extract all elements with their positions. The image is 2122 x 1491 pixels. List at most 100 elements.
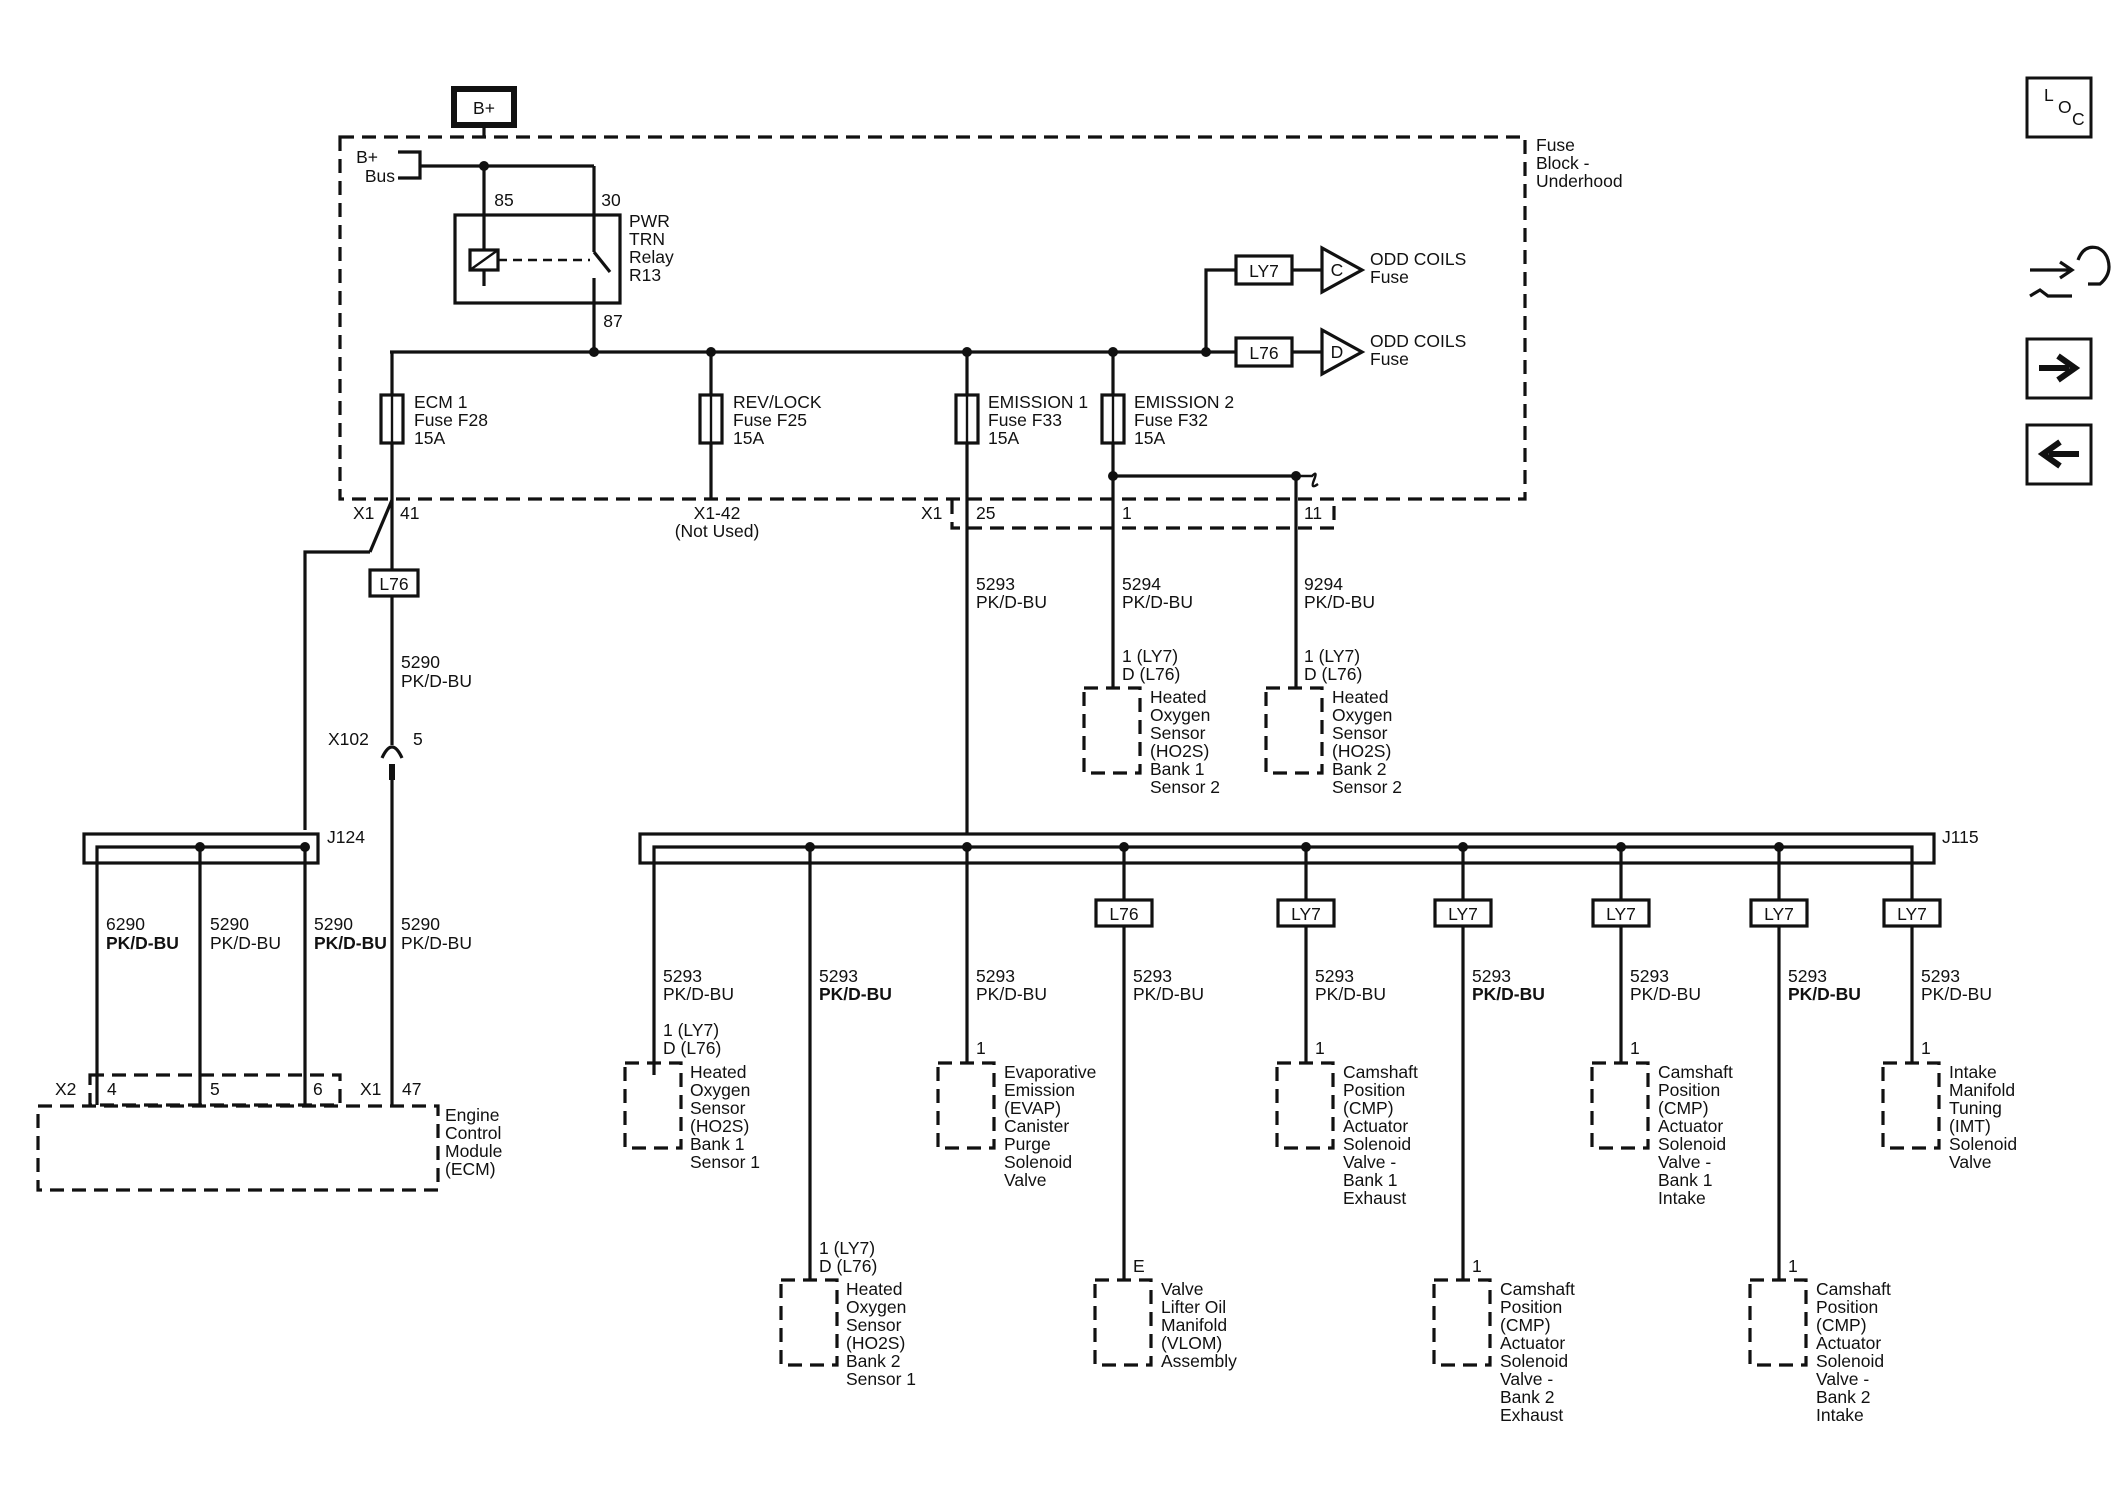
- ho2s-b2s1-label-4: (HO2S): [846, 1333, 905, 1353]
- cmp-b1-int-label-5: Solenoid: [1658, 1134, 1726, 1154]
- ho2s-bank2-sensor1: [779, 1278, 839, 1367]
- location-letter-c: C: [2072, 109, 2085, 129]
- cmp-b2-int-ly7-option-tag: [1749, 898, 1809, 928]
- cmp-b2-exh-label-7: Bank 2: [1500, 1387, 1554, 1407]
- ho2s-b2s1-label-3: Sensor: [846, 1315, 902, 1335]
- cmp-b1-exh-label-7: Bank 1: [1343, 1170, 1397, 1190]
- evap-label-5: Purge: [1004, 1134, 1051, 1154]
- odd-coils-c-label-2: Fuse: [1370, 267, 1409, 287]
- emission2-wire-break: [1296, 472, 1319, 488]
- evap-pin-1: 1: [976, 1038, 986, 1058]
- cmp-b1-int-label-1: Camshaft: [1658, 1062, 1733, 1082]
- w5294-circuit: 5294: [1122, 574, 1161, 594]
- cmp-b1-int-ly7-option: LY7: [1606, 904, 1636, 924]
- connector-hand: [2076, 245, 2111, 286]
- location-button[interactable]: L O C: [2025, 76, 2093, 139]
- revlock-fuse-label-2: Fuse F25: [733, 410, 807, 430]
- x1-connector-label: X1: [353, 503, 374, 523]
- j115-label: J115: [1942, 827, 1979, 847]
- ecm-label-4: (ECM): [445, 1159, 496, 1179]
- ho2s-b1s2-label-2: Oxygen: [1150, 705, 1210, 725]
- w5290-pin47-color: PK/D-BU: [401, 933, 472, 953]
- connector-wrench-icon[interactable]: [2029, 245, 2111, 298]
- ho2s-b1s1-pin-1: 1 (LY7): [663, 1020, 719, 1040]
- ho2s-b2s1-label-6: Sensor 1: [846, 1369, 916, 1389]
- cmp-b1-exh-label-8: Exhaust: [1343, 1188, 1406, 1208]
- fuse-block-outline: [338, 135, 1527, 501]
- vlom-label-2: Lifter Oil: [1161, 1297, 1226, 1317]
- cmp-b2-exh-label-3: (CMP): [1500, 1315, 1551, 1335]
- relay-pin-85: 85: [494, 190, 513, 210]
- w5290-pin47-circuit: 5290: [401, 914, 440, 934]
- odd-coils-c-wire: [1204, 268, 1236, 352]
- cmp-b2-int-label-2: Position: [1816, 1297, 1878, 1317]
- w5290-pin5-circuit: 5290: [210, 914, 249, 934]
- relay-pin-87: 87: [603, 311, 622, 331]
- previous-page-button[interactable]: [2025, 423, 2093, 486]
- x1-pin-41: 41: [400, 503, 419, 523]
- w9294-circuit: 9294: [1304, 574, 1343, 594]
- x1-pin-1: 1: [1122, 503, 1132, 523]
- odd-coils-d-arrow: [1320, 327, 1366, 377]
- ecm-x1-label: X1: [360, 1079, 381, 1099]
- imt-label-3: Tuning: [1949, 1098, 2002, 1118]
- battery-positive-label: B+: [473, 98, 495, 118]
- ecm1-fuse-label-2: Fuse F28: [414, 410, 488, 430]
- bus-bracket: [398, 150, 422, 180]
- w5290-pin6-circuit: 5290: [314, 914, 353, 934]
- cmp-b1-int-color: PK/D-BU: [1630, 984, 1701, 1004]
- cmp-b1-int-label-6: Valve -: [1658, 1152, 1711, 1172]
- imt-label-4: (IMT): [1949, 1116, 1991, 1136]
- ho2s-b2s2-label-5: Bank 2: [1332, 759, 1386, 779]
- cmp-b1-int-pin-1: 1: [1630, 1038, 1640, 1058]
- relay-label-1: PWR: [629, 211, 670, 231]
- ho2s-b1s2-label-5: Bank 1: [1150, 759, 1204, 779]
- next-page-button[interactable]: [2025, 337, 2093, 400]
- ho2s-b2s1-circuit: 5293: [819, 966, 858, 986]
- evap-color: PK/D-BU: [976, 984, 1047, 1004]
- ecm-x2-pin-4: 4: [107, 1079, 117, 1099]
- relay-coil-diag: [469, 249, 499, 271]
- cmp-b1-exh-ly7-option-tag: [1276, 898, 1336, 928]
- ho2s-b1s1-pin-d: D (L76): [663, 1038, 721, 1058]
- cmp-actuator-bank1-intake: [1590, 1061, 1650, 1150]
- imt-label-2: Manifold: [1949, 1080, 2015, 1100]
- ho2s-b1s2-pin-d: D (L76): [1122, 664, 1180, 684]
- relay-label-4: R13: [629, 265, 661, 285]
- ho2s-b1s2-label-1: Heated: [1150, 687, 1206, 707]
- location-button-frame[interactable]: [2025, 76, 2093, 139]
- arrow-left-icon: [2037, 439, 2079, 469]
- bus-label-1: B+: [356, 147, 378, 167]
- cmp-b1-int-circuit: 5293: [1630, 966, 1669, 986]
- location-letter-l: L: [2044, 85, 2054, 105]
- cmp-actuator-bank2-intake: [1748, 1278, 1808, 1367]
- vlom-l76-option-tag: [1094, 898, 1154, 928]
- vlom-pin-e: E: [1133, 1256, 1145, 1276]
- ho2s-bank1-sensor1: [623, 1061, 683, 1150]
- evap-label-3: (EVAP): [1004, 1098, 1061, 1118]
- imt-circuit: 5293: [1921, 966, 1960, 986]
- cmp-b1-int-label-2: Position: [1658, 1080, 1720, 1100]
- cmp-b1-exh-label-3: (CMP): [1343, 1098, 1394, 1118]
- odd-coils-d-label-2: Fuse: [1370, 349, 1409, 369]
- ho2s-b1s1-label-2: Oxygen: [690, 1080, 750, 1100]
- relay-pin-30: 30: [601, 190, 621, 210]
- ho2s-b1s2-label-6: Sensor 2: [1150, 777, 1220, 797]
- j115-bus-bar: [652, 845, 1914, 1068]
- x102-connector-female: [380, 745, 404, 759]
- ecm-x2-label: X2: [55, 1079, 76, 1099]
- x1-pin-25: 25: [976, 503, 995, 523]
- relay-label-2: TRN: [629, 229, 665, 249]
- ecm1-l76-option: L76: [379, 574, 408, 594]
- ho2s-b1s1-label-5: Bank 1: [690, 1134, 744, 1154]
- splice-87: [589, 347, 599, 357]
- cmp-b1-int-label-8: Intake: [1658, 1188, 1706, 1208]
- revlock-fuse-label-3: 15A: [733, 428, 764, 448]
- ecm-label-1: Engine: [445, 1105, 500, 1125]
- cmp-actuator-bank1-exhaust: [1275, 1061, 1335, 1150]
- intake-manifold-tuning-valve: [1881, 1061, 1941, 1150]
- ho2s-b1s2-label-4: (HO2S): [1150, 741, 1209, 761]
- ho2s-b2s2-label-6: Sensor 2: [1332, 777, 1402, 797]
- w9294-color: PK/D-BU: [1304, 592, 1375, 612]
- odd-coils-c-arrow: [1320, 245, 1366, 295]
